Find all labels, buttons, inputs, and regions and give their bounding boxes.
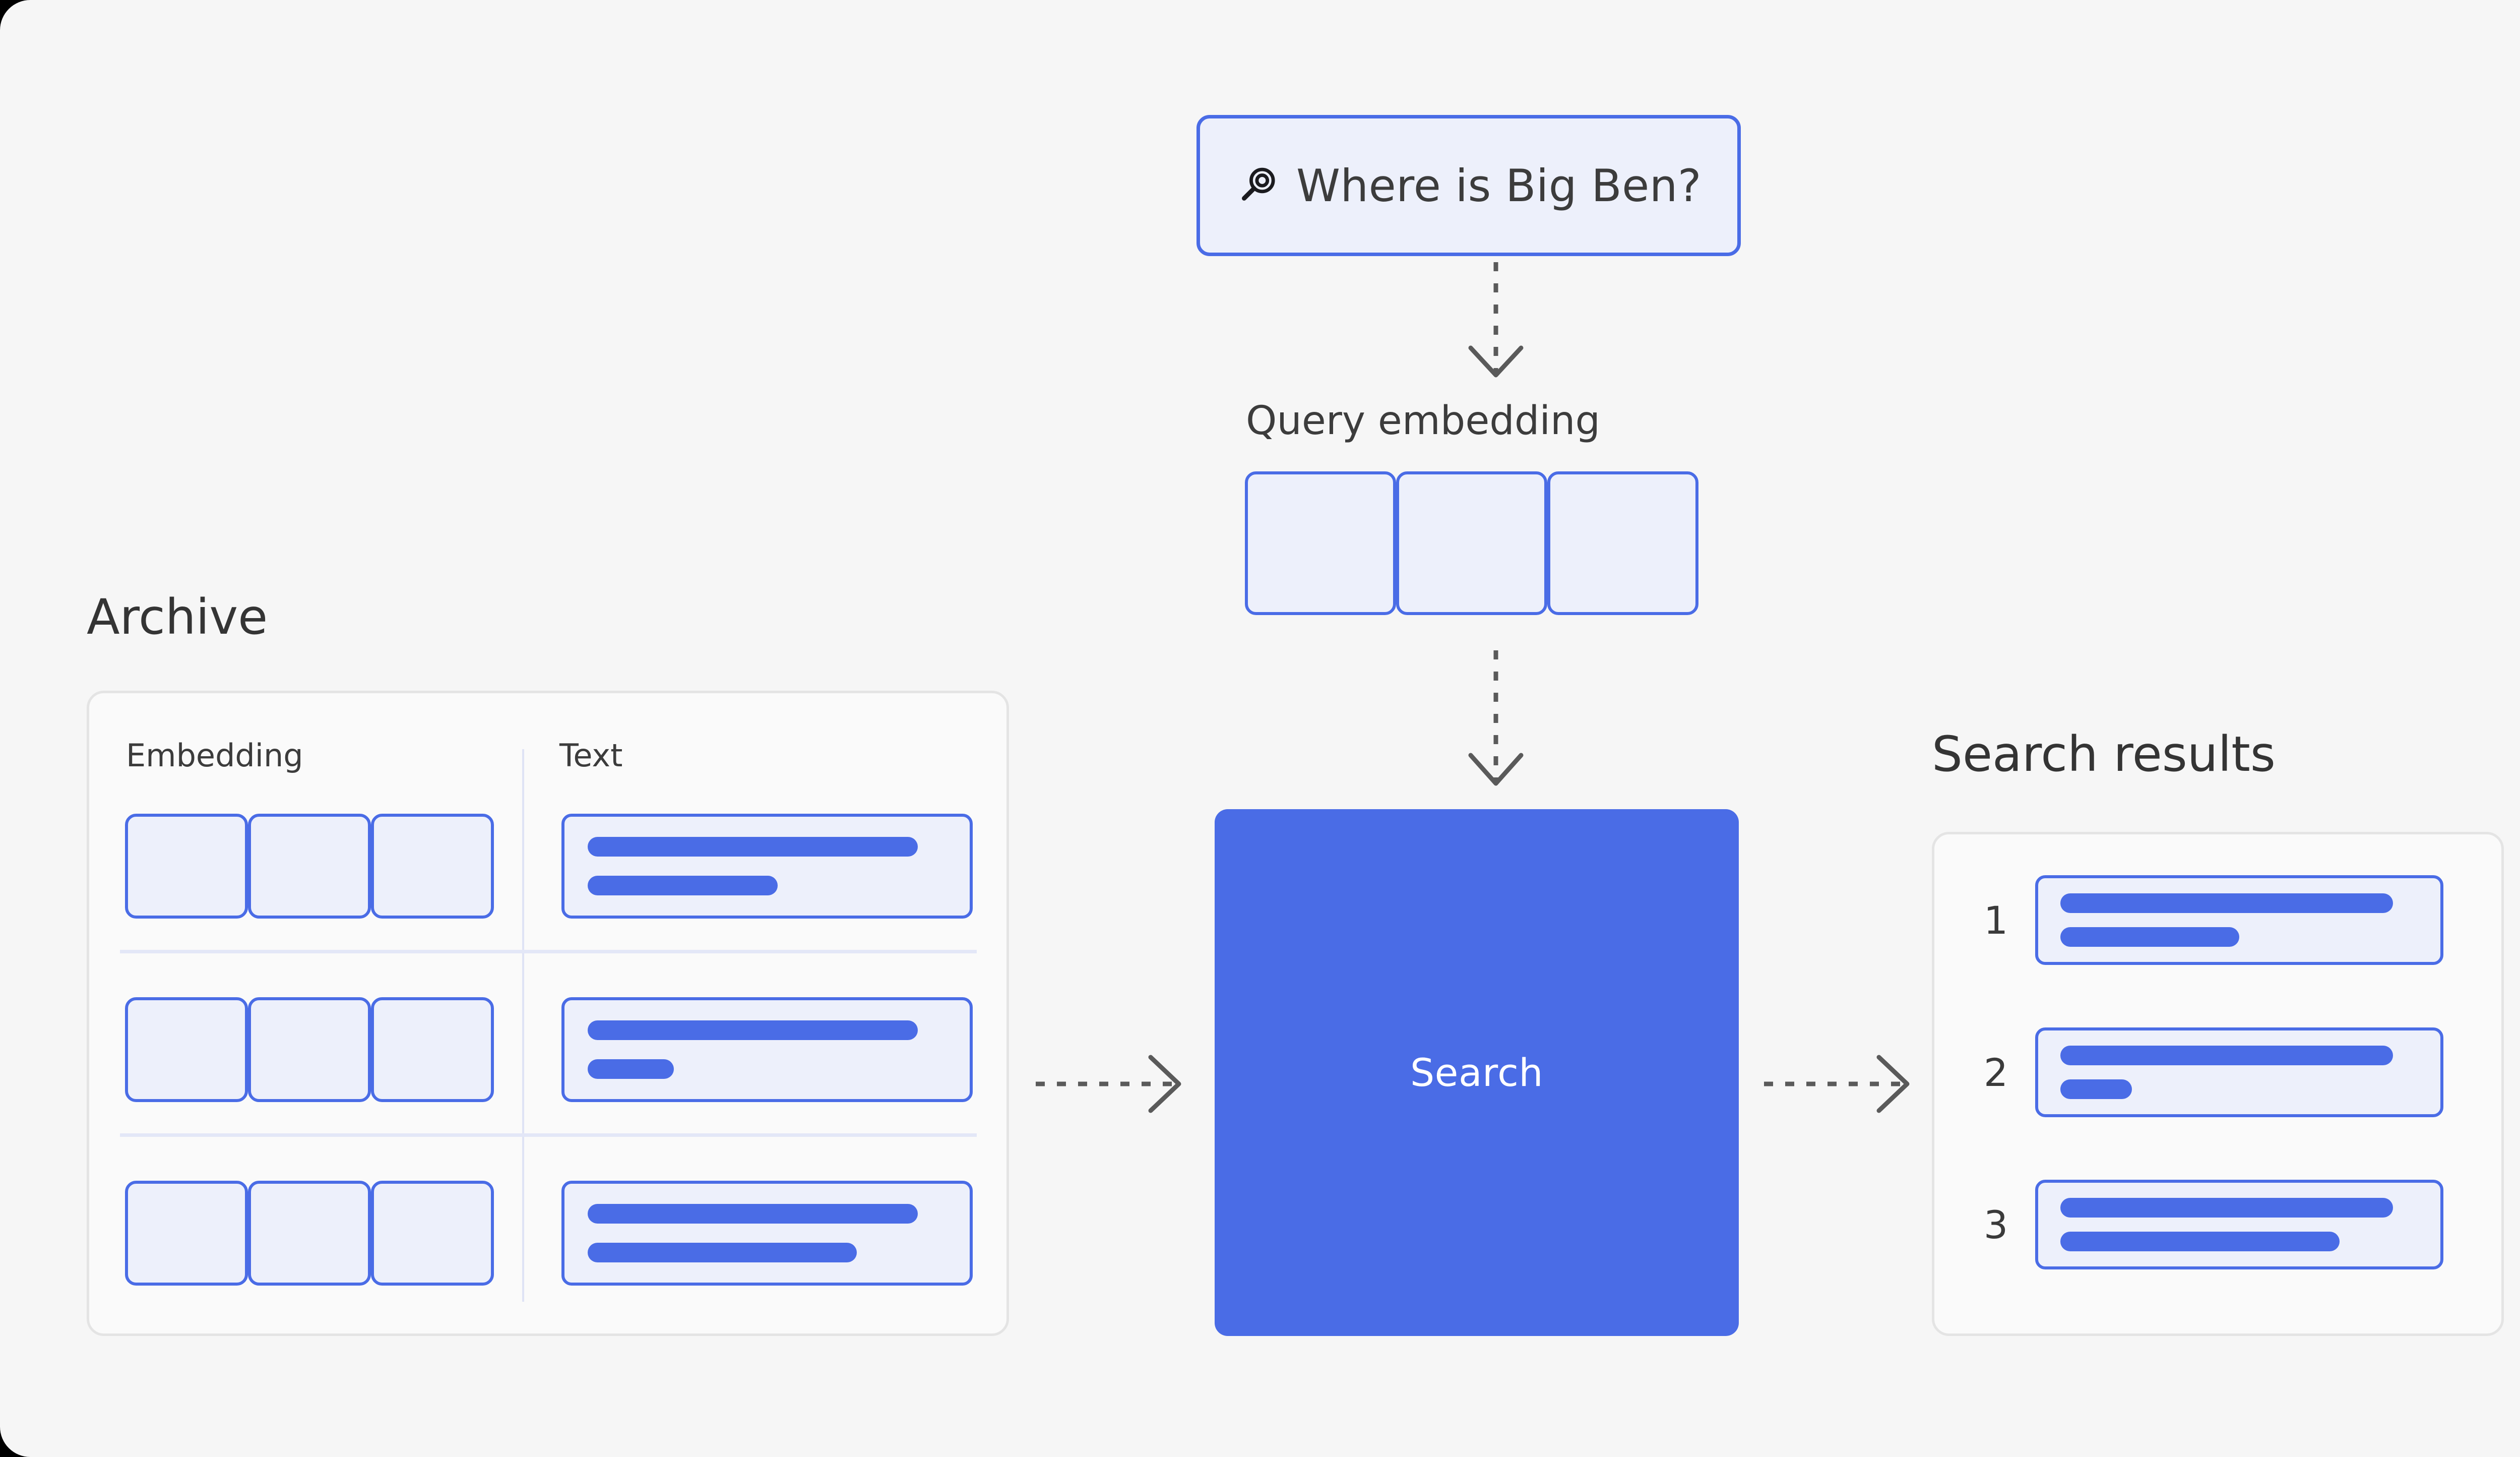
- query-search-box[interactable]: Where is Big Ben?: [1196, 115, 1741, 256]
- result-text-cell: [2035, 1027, 2443, 1117]
- result-rank: 1: [1983, 897, 2008, 943]
- column-divider: [522, 749, 524, 1302]
- text-bar: [2060, 1232, 2340, 1251]
- text-bar: [2060, 893, 2393, 913]
- embedding-cell: [371, 997, 494, 1102]
- list-item[interactable]: 2: [1981, 1027, 2443, 1117]
- embedding-cell: [371, 814, 494, 919]
- arrow-embedding-to-search: [1468, 650, 1524, 786]
- arrow-archive-to-search: [1036, 1055, 1181, 1113]
- embedding-cell: [1396, 471, 1547, 615]
- table-row-embedding: [125, 1181, 494, 1286]
- arrow-query-to-embedding: [1468, 262, 1524, 378]
- query-text: Where is Big Ben?: [1296, 159, 1702, 212]
- search-label: Search: [1410, 1050, 1544, 1095]
- result-text-cell: [2035, 1180, 2443, 1269]
- table-row-text: [561, 814, 973, 919]
- query-embedding-cells: [1245, 471, 1698, 615]
- archive-title: Archive: [87, 589, 268, 645]
- text-bar: [588, 876, 778, 895]
- table-row-embedding: [125, 814, 494, 919]
- text-bar: [2060, 1079, 2132, 1099]
- embedding-cell: [248, 1181, 371, 1286]
- search-results-title: Search results: [1932, 726, 2276, 782]
- arrow-search-to-results: [1764, 1055, 1910, 1113]
- text-bar: [588, 1243, 857, 1262]
- text-bar: [588, 1059, 674, 1079]
- text-bar: [588, 837, 918, 857]
- text-bar: [2060, 927, 2239, 947]
- list-item[interactable]: 3: [1981, 1180, 2443, 1269]
- embedding-cell: [248, 997, 371, 1102]
- magnifier-icon: [1236, 164, 1279, 207]
- search-block[interactable]: Search: [1215, 809, 1739, 1336]
- table-row-text: [561, 1181, 973, 1286]
- embedding-cell: [371, 1181, 494, 1286]
- embedding-cell: [1245, 471, 1396, 615]
- embedding-cell: [125, 997, 248, 1102]
- embedding-cell: [125, 814, 248, 919]
- column-header-embedding: Embedding: [126, 737, 303, 774]
- row-divider: [120, 1133, 977, 1137]
- list-item[interactable]: 1: [1981, 875, 2443, 965]
- table-row-text: [561, 997, 973, 1102]
- table-row-embedding: [125, 997, 494, 1102]
- text-bar: [2060, 1198, 2393, 1218]
- text-bar: [588, 1020, 918, 1040]
- query-embedding-title: Query embedding: [1246, 398, 1600, 444]
- result-rank: 2: [1983, 1050, 2008, 1095]
- text-bar: [588, 1204, 918, 1224]
- result-text-cell: [2035, 875, 2443, 965]
- embedding-cell: [125, 1181, 248, 1286]
- row-divider: [120, 950, 977, 953]
- text-bar: [2060, 1046, 2393, 1065]
- embedding-cell: [248, 814, 371, 919]
- embedding-cell: [1547, 471, 1698, 615]
- column-header-text: Text: [559, 737, 623, 774]
- result-rank: 3: [1983, 1202, 2008, 1247]
